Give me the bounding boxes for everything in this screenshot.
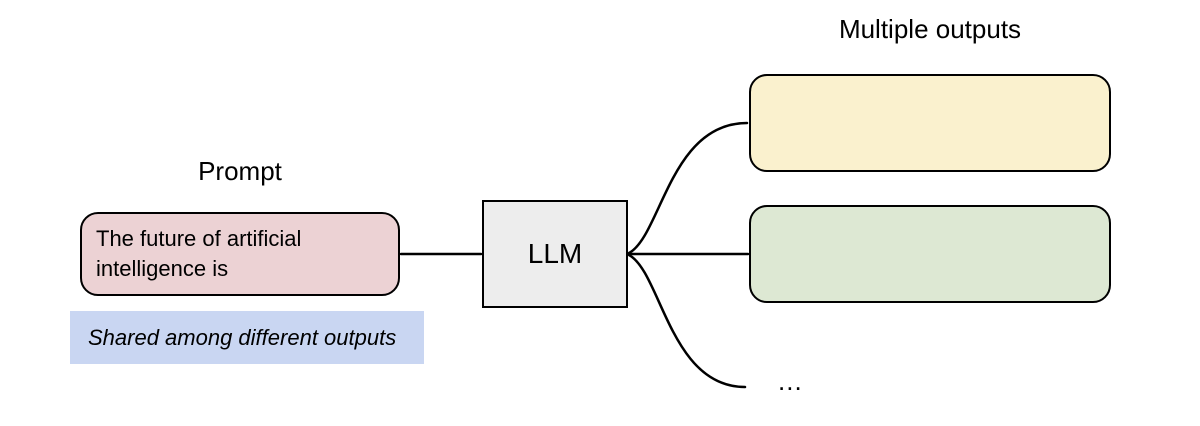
more-outputs-ellipsis: ... bbox=[778, 366, 803, 396]
output-box-2 bbox=[749, 205, 1111, 303]
outputs-label: Multiple outputs bbox=[838, 14, 1022, 44]
prompt-box: The future of artificial intelligence is bbox=[80, 212, 400, 296]
output-box-1 bbox=[749, 74, 1111, 172]
connector-llm-to-output-1 bbox=[627, 121, 749, 255]
connector-llm-to-more-outputs bbox=[627, 253, 747, 389]
prompt-label: Prompt bbox=[198, 156, 282, 186]
llm-box: LLM bbox=[482, 200, 628, 308]
prompt-box-text: The future of artificial intelligence is bbox=[96, 226, 302, 281]
shared-note: Shared among different outputs bbox=[70, 311, 424, 364]
llm-label: LLM bbox=[527, 238, 583, 269]
